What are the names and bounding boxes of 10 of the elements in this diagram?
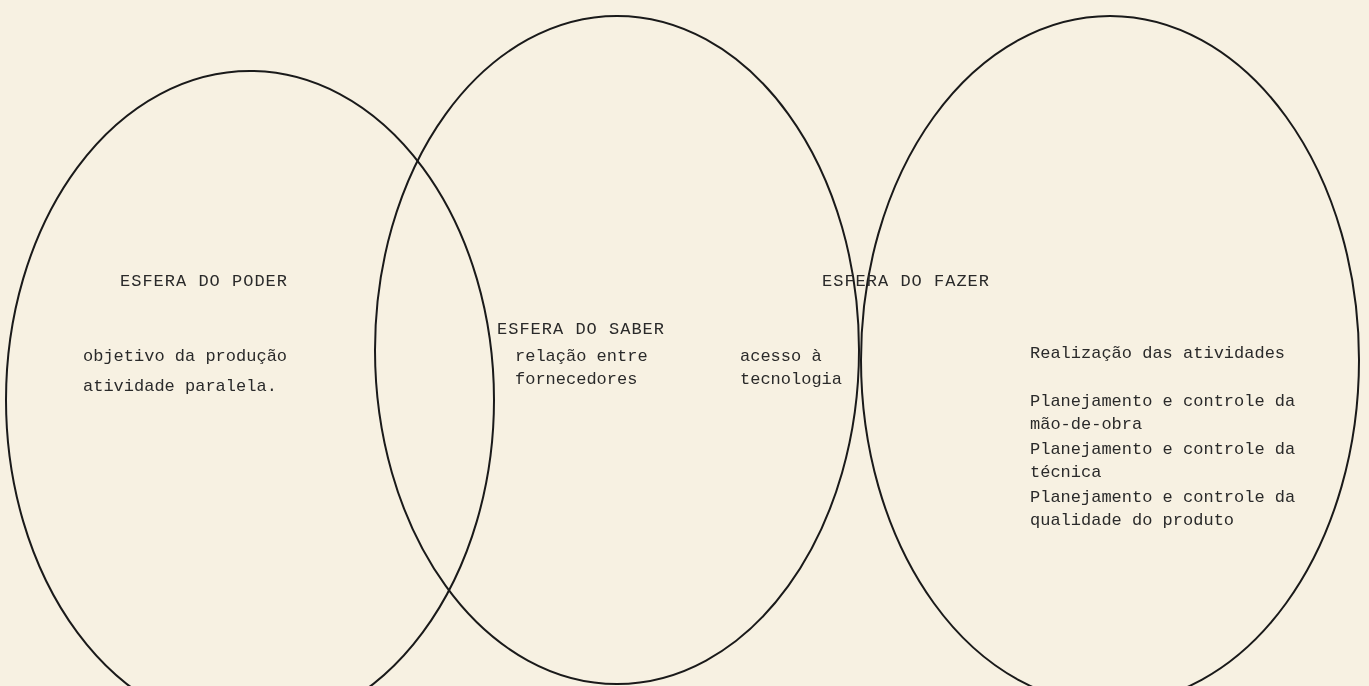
sphere-item: atividade paralela. bbox=[83, 376, 278, 398]
sphere-item: Planejamento e controle da mão-de-obra bbox=[1030, 391, 1297, 436]
sphere-item: acesso à tecnologia bbox=[740, 346, 844, 391]
sphere-item: Realização das atividades bbox=[1030, 343, 1287, 365]
sphere-item: objetivo da produção bbox=[83, 346, 289, 368]
sphere-item: Planejamento e controle da qualidade do produto bbox=[1030, 487, 1297, 532]
sphere-title: ESFERA DO PODER bbox=[120, 271, 290, 293]
sphere-title: ESFERA DO SABER bbox=[497, 319, 667, 341]
sphere-item: Planejamento e controle da técnica bbox=[1030, 439, 1297, 484]
sphere-item: relação entre fornecedores bbox=[515, 346, 649, 391]
